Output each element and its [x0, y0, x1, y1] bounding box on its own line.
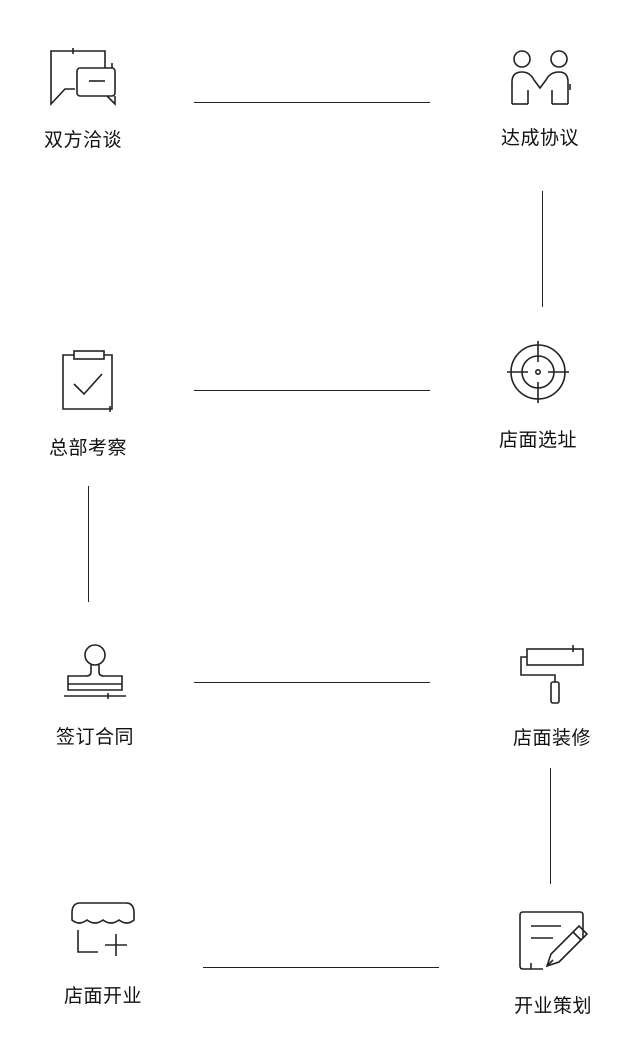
- stamp-icon: [64, 644, 126, 699]
- step-label: 店面开业: [63, 985, 142, 1007]
- connector-line: [542, 191, 543, 307]
- connector-line: [203, 967, 439, 968]
- chat-bubbles-icon: [50, 48, 116, 107]
- connector-line: [194, 390, 430, 391]
- step-grand-opening: 店面开业: [53, 898, 153, 1008]
- step-label: 签订合同: [55, 726, 134, 748]
- storefront-awning-icon: [71, 902, 135, 956]
- paint-roller-icon: [520, 645, 584, 704]
- step-negotiation: 双方洽谈: [33, 46, 133, 152]
- connector-line: [88, 486, 89, 602]
- connector-line: [194, 682, 430, 683]
- document-pencil-icon: [519, 911, 589, 970]
- step-opening-planning: 开业策划: [503, 908, 603, 1018]
- target-crosshair-icon: [507, 341, 569, 403]
- step-label: 达成协议: [500, 127, 579, 149]
- connector-line: [194, 102, 430, 103]
- step-label: 双方洽谈: [43, 129, 122, 151]
- step-label: 店面装修: [512, 727, 591, 749]
- step-renovation: 店面装修: [502, 642, 602, 750]
- step-sign-contract: 签订合同: [45, 642, 145, 749]
- step-site-selection: 店面选址: [488, 340, 588, 452]
- clipboard-check-icon: [62, 350, 113, 412]
- connector-line: [550, 768, 551, 884]
- step-agreement: 达成协议: [490, 46, 590, 150]
- step-label: 总部考察: [48, 437, 127, 459]
- step-label: 店面选址: [498, 429, 577, 451]
- step-label: 开业策划: [513, 995, 592, 1017]
- step-hq-inspection: 总部考察: [38, 346, 138, 460]
- handshake-people-icon: [511, 50, 571, 105]
